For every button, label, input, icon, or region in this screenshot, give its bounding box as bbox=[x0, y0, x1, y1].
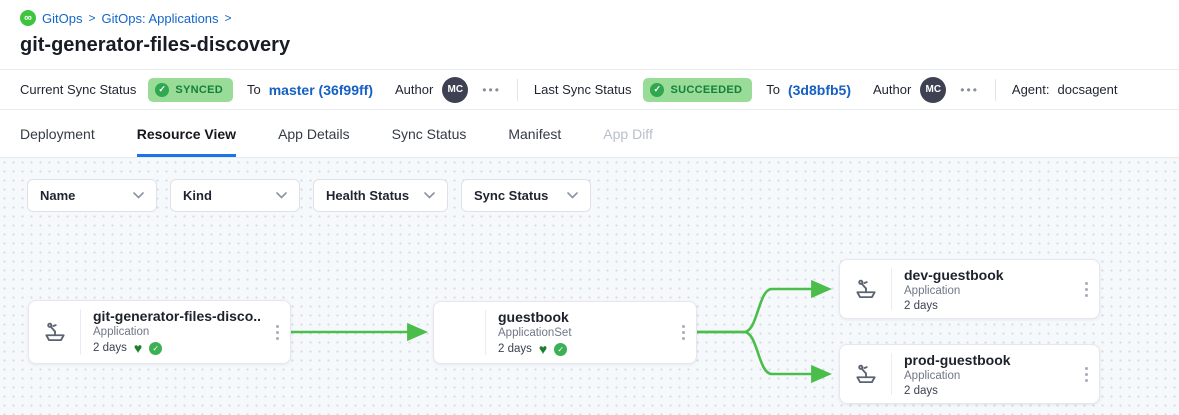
node-age: 2 days bbox=[904, 300, 938, 312]
application-resource-icon bbox=[840, 353, 892, 395]
node-age: 2 days bbox=[93, 342, 127, 354]
ellipsis-menu-icon[interactable]: ••• bbox=[960, 83, 979, 97]
node-body: prod-guestbook Application 2 days bbox=[892, 345, 1073, 403]
kebab-menu-icon[interactable] bbox=[1073, 345, 1099, 403]
breadcrumb-item-applications[interactable]: GitOps: Applications bbox=[101, 11, 218, 26]
node-title: dev-guestbook bbox=[904, 267, 1069, 283]
breadcrumb-separator: > bbox=[225, 11, 232, 25]
resource-graph-canvas: Name Kind Health Status Sync Status bbox=[0, 158, 1179, 415]
kebab-menu-icon[interactable] bbox=[1073, 260, 1099, 318]
graph-node-prod-guestbook[interactable]: prod-guestbook Application 2 days bbox=[839, 344, 1100, 404]
node-body: dev-guestbook Application 2 days bbox=[892, 260, 1073, 318]
synced-badge-label: SYNCED bbox=[175, 84, 223, 96]
author-label: Author bbox=[395, 82, 433, 97]
node-meta: 2 days bbox=[904, 385, 1069, 397]
author-avatar[interactable]: MC bbox=[442, 77, 468, 103]
filter-bar: Name Kind Health Status Sync Status bbox=[27, 179, 591, 212]
author-avatar[interactable]: MC bbox=[920, 77, 946, 103]
graph-node-guestbook[interactable]: guestbook ApplicationSet 2 days ♥ ✓ bbox=[433, 301, 697, 364]
synced-status-badge: ✓ SYNCED bbox=[148, 78, 233, 102]
graph-node-dev-guestbook[interactable]: dev-guestbook Application 2 days bbox=[839, 259, 1100, 319]
sync-check-icon: ✓ bbox=[149, 342, 162, 355]
node-body: guestbook ApplicationSet 2 days ♥ ✓ bbox=[486, 302, 670, 363]
chevron-down-icon bbox=[133, 192, 144, 199]
tab-bar: Deployment Resource View App Details Syn… bbox=[0, 110, 1179, 158]
breadcrumb-separator: > bbox=[88, 11, 95, 25]
divider bbox=[517, 79, 518, 101]
node-meta: 2 days bbox=[904, 300, 1069, 312]
node-age: 2 days bbox=[498, 343, 532, 355]
sync-check-icon: ✓ bbox=[554, 343, 567, 356]
sync-status-bar: Current Sync Status ✓ SYNCED To master (… bbox=[0, 69, 1179, 110]
chevron-down-icon bbox=[567, 192, 578, 199]
node-kind: ApplicationSet bbox=[498, 327, 666, 339]
author-label: Author bbox=[873, 82, 911, 97]
filter-health-status-dropdown[interactable]: Health Status bbox=[313, 179, 448, 212]
health-heart-icon: ♥ bbox=[539, 342, 547, 356]
tab-resource-view[interactable]: Resource View bbox=[137, 110, 236, 157]
application-resource-icon bbox=[29, 309, 81, 355]
page-title: git-generator-files-discovery bbox=[20, 34, 1159, 57]
filter-sync-status-dropdown[interactable]: Sync Status bbox=[461, 179, 591, 212]
current-revision-link[interactable]: master (36f99ff) bbox=[269, 82, 373, 98]
succeeded-status-badge: ✓ SUCCEEDED bbox=[643, 78, 752, 102]
filter-name-label: Name bbox=[40, 188, 75, 203]
application-resource-icon bbox=[840, 268, 892, 310]
filter-sync-status-label: Sync Status bbox=[474, 188, 548, 203]
node-meta: 2 days ♥ ✓ bbox=[93, 341, 260, 355]
tab-deployment[interactable]: Deployment bbox=[20, 110, 95, 157]
tab-manifest[interactable]: Manifest bbox=[508, 110, 561, 157]
to-label: To bbox=[766, 82, 780, 97]
page-header: ∞ GitOps > GitOps: Applications > git-ge… bbox=[0, 0, 1179, 57]
node-meta: 2 days ♥ ✓ bbox=[498, 342, 666, 356]
gitops-infinity-icon: ∞ bbox=[20, 10, 36, 26]
divider bbox=[995, 79, 996, 101]
chevron-down-icon bbox=[424, 192, 435, 199]
applicationset-resource-icon bbox=[434, 310, 486, 355]
last-revision-link[interactable]: (3d8bfb5) bbox=[788, 82, 851, 98]
ellipsis-menu-icon[interactable]: ••• bbox=[482, 83, 501, 97]
node-kind: Application bbox=[904, 285, 1069, 297]
breadcrumb-item-gitops[interactable]: GitOps bbox=[42, 11, 82, 26]
kebab-menu-icon[interactable] bbox=[264, 301, 290, 363]
filter-name-dropdown[interactable]: Name bbox=[27, 179, 157, 212]
filter-health-status-label: Health Status bbox=[326, 188, 409, 203]
node-kind: Application bbox=[904, 370, 1069, 382]
node-kind: Application bbox=[93, 326, 260, 338]
health-heart-icon: ♥ bbox=[134, 341, 142, 355]
kebab-menu-icon[interactable] bbox=[670, 302, 696, 363]
filter-kind-label: Kind bbox=[183, 188, 212, 203]
to-label: To bbox=[247, 82, 261, 97]
tab-app-details[interactable]: App Details bbox=[278, 110, 350, 157]
last-sync-status-label: Last Sync Status bbox=[534, 82, 632, 97]
tab-sync-status[interactable]: Sync Status bbox=[392, 110, 467, 157]
node-title: guestbook bbox=[498, 309, 666, 325]
edge-guestbook-to-dev bbox=[697, 289, 828, 332]
filter-kind-dropdown[interactable]: Kind bbox=[170, 179, 300, 212]
tab-app-diff: App Diff bbox=[603, 110, 653, 157]
chevron-down-icon bbox=[276, 192, 287, 199]
current-sync-status-label: Current Sync Status bbox=[20, 82, 136, 97]
succeeded-badge-label: SUCCEEDED bbox=[670, 84, 742, 96]
agent-label: Agent: bbox=[1012, 82, 1050, 97]
agent-value: docsagent bbox=[1058, 82, 1118, 97]
node-age: 2 days bbox=[904, 385, 938, 397]
node-title: git-generator-files-disco... bbox=[93, 308, 260, 324]
check-circle-icon: ✓ bbox=[650, 83, 664, 97]
breadcrumb: ∞ GitOps > GitOps: Applications > bbox=[20, 10, 1159, 26]
edge-guestbook-to-prod bbox=[697, 332, 828, 374]
check-circle-icon: ✓ bbox=[155, 83, 169, 97]
graph-node-git-generator-files-discovery[interactable]: git-generator-files-disco... Application… bbox=[28, 300, 291, 364]
node-body: git-generator-files-disco... Application… bbox=[81, 301, 264, 363]
node-title: prod-guestbook bbox=[904, 352, 1069, 368]
